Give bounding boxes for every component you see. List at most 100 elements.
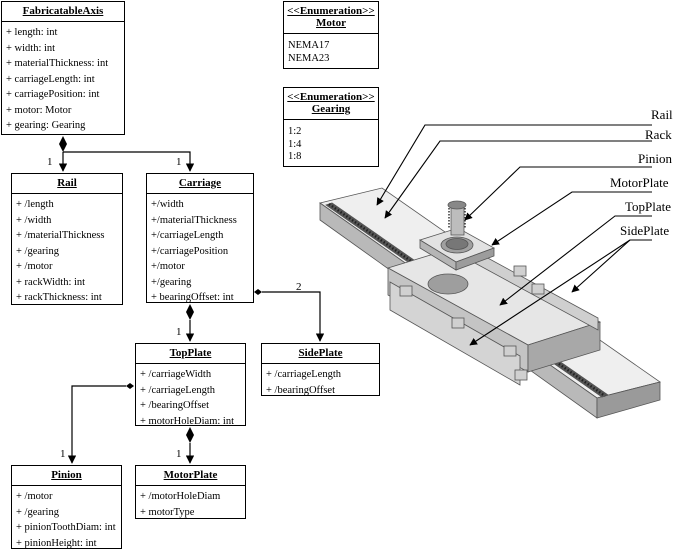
class-attributes: + /carriageLength + /bearingOffset — [262, 364, 379, 400]
assoc-topplate-pinion — [67, 385, 126, 464]
axis-3d-model — [319, 187, 661, 419]
callout-sideplate: SidePlate — [620, 223, 670, 238]
attribute: +/materialThickness — [151, 214, 237, 226]
attribute: + materialThickness: int — [6, 58, 109, 69]
enum-values: 1:2 1:4 1:8 — [284, 120, 378, 168]
class-motor-plate: MotorPlate + /motorHoleDiam + motorType — [135, 465, 246, 519]
attribute: + /materialThickness — [16, 230, 105, 241]
carriage-end-face — [527, 321, 601, 373]
class-name: Pinion — [12, 466, 121, 486]
class-attributes: +/width +/materialThickness +/carriageLe… — [147, 194, 253, 308]
diamond-carriage-side — [254, 289, 262, 295]
bearing-block — [531, 283, 545, 295]
attribute: + /gearing — [16, 506, 59, 518]
enum-value: 1:8 — [288, 151, 302, 162]
enum-header: <<Enumeration>> Motor — [284, 2, 378, 34]
diamond-topplate-bottom — [186, 427, 194, 443]
class-attributes: + /carriageWidth + /carriageLength + /be… — [136, 364, 245, 431]
attribute: + /motorHoleDiam — [140, 491, 221, 502]
callout-rack: Rack — [645, 127, 672, 142]
class-name: SidePlate — [262, 344, 379, 364]
attribute: + /carriageLength — [266, 369, 342, 380]
attribute: + motorType — [140, 506, 195, 518]
callout-rail: Rail — [651, 107, 673, 122]
class-pinion: Pinion + /motor + /gearing + pinionTooth… — [11, 465, 122, 549]
attribute: + rackWidth: int — [16, 276, 86, 288]
multiplicity-pinion: 1 — [60, 448, 66, 460]
class-top-plate: TopPlate + /carriageWidth + /carriageLen… — [135, 343, 246, 427]
leader-motorplate — [491, 191, 652, 246]
attribute: + /width — [16, 214, 52, 226]
bearing-block — [513, 265, 527, 277]
attribute: + bearingOffset: int — [151, 292, 234, 303]
enum-values: NEMA17 NEMA23 — [284, 34, 378, 69]
multiplicity-side-plate: 2 — [296, 281, 302, 293]
attribute: + width: int — [6, 42, 56, 54]
pinion-gear — [447, 200, 467, 210]
bearing-block — [399, 285, 413, 297]
attribute: + /carriageWidth — [140, 369, 212, 380]
diamond-carriage-bottom — [186, 304, 194, 320]
callout-pinion: Pinion — [638, 151, 672, 166]
attribute: + /carriageLength — [140, 384, 216, 396]
attribute: + carriagePosition: int — [6, 89, 100, 100]
enum-stereotype: <<Enumeration>> — [287, 5, 375, 17]
enum-value: 1:2 — [288, 126, 302, 137]
callout-topplate: TopPlate — [625, 199, 672, 214]
class-name: Rail — [12, 174, 122, 194]
enum-value: 1:4 — [288, 138, 302, 150]
bearing-block — [451, 317, 465, 329]
class-attributes: + /motorHoleDiam + motorType — [136, 486, 245, 522]
attribute: +/carriageLength — [151, 230, 224, 241]
enum-header: <<Enumeration>> Gearing — [284, 88, 378, 120]
attribute: + /length — [16, 199, 54, 210]
attribute: + /bearingOffset — [266, 384, 335, 396]
class-name: MotorPlate — [136, 466, 245, 486]
callout-motorplate: MotorPlate — [610, 175, 669, 190]
side-plate-near — [389, 281, 521, 386]
attribute: + motor: Motor — [6, 104, 72, 116]
enum-name: Motor — [316, 17, 346, 29]
class-attributes: + length: int + width: int + materialThi… — [2, 22, 124, 136]
class-rail: Rail + /length + /width + /materialThick… — [11, 173, 123, 305]
class-fabricatable-axis: FabricatableAxis + length: int + width: … — [1, 1, 125, 135]
attribute: + /gearing — [16, 245, 59, 257]
class-side-plate: SidePlate + /carriageLength + /bearingOf… — [261, 343, 380, 396]
attribute: +/gearing — [151, 276, 192, 288]
leader-rack — [384, 140, 652, 219]
class-carriage: Carriage +/width +/materialThickness +/c… — [146, 173, 254, 303]
enum-value: NEMA23 — [288, 52, 330, 64]
assoc-axis-carriage — [63, 151, 195, 172]
class-name: FabricatableAxis — [2, 2, 124, 22]
attribute: + /bearingOffset — [140, 400, 209, 411]
bearing-block — [503, 345, 517, 357]
enum-motor: <<Enumeration>> Motor NEMA17 NEMA23 — [283, 1, 379, 69]
leader-pinion — [464, 166, 652, 221]
multiplicity-carriage: 1 — [176, 156, 182, 168]
attribute: + gearing: Gearing — [6, 120, 86, 131]
class-attributes: + /motor + /gearing + pinionToothDiam: i… — [12, 486, 121, 553]
attribute: + pinionHeight: int — [16, 537, 97, 549]
multiplicity-top-plate: 1 — [176, 326, 182, 338]
diamond-axis — [59, 136, 67, 152]
leader-rail — [376, 124, 652, 206]
multiplicity-motor-plate: 1 — [176, 448, 182, 460]
diamond-topplate-left — [126, 383, 134, 389]
attribute: +/width — [151, 199, 184, 210]
rail-end-face — [596, 381, 661, 419]
multiplicity-rail: 1 — [47, 156, 53, 168]
callout-leaders — [376, 124, 652, 346]
enum-gearing: <<Enumeration>> Gearing 1:2 1:4 1:8 — [283, 87, 379, 167]
attribute: + length: int — [6, 27, 58, 38]
attribute: + /motor — [16, 491, 53, 502]
leader-sideplate-a — [571, 239, 652, 293]
enum-name: Gearing — [311, 103, 351, 115]
class-attributes: + /length + /width + /materialThickness … — [12, 194, 122, 308]
bearing-block — [514, 369, 528, 381]
assoc-carriage-sideplate — [262, 291, 325, 342]
leader-sideplate-b — [469, 239, 631, 346]
pinion-shaft — [450, 204, 465, 236]
attribute: + motorHoleDiam: int — [140, 415, 234, 427]
attribute: +/motor — [151, 261, 185, 272]
